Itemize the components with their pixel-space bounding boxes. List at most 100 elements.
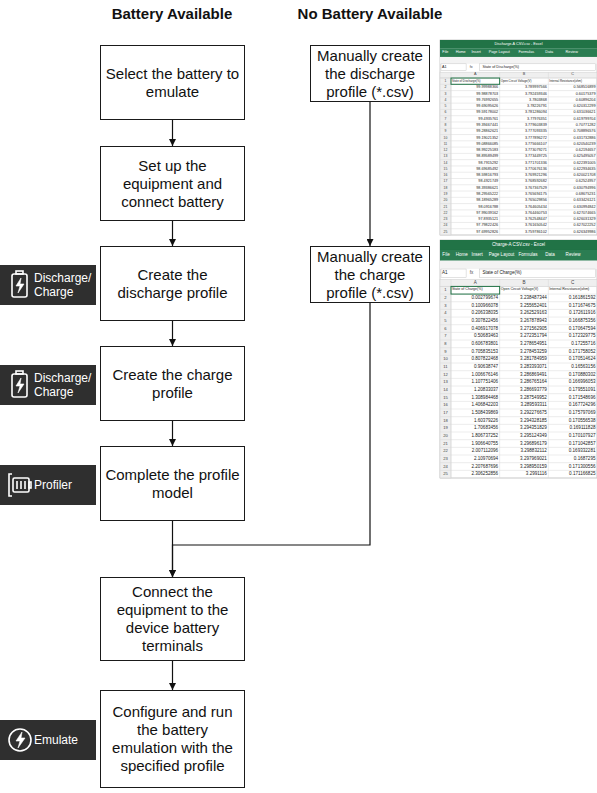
grid-line [440,159,597,160]
emulate-icon [9,729,31,751]
process-box: Manually create the discharge profile (*… [310,45,430,102]
cell-value: 3.765029856 [500,197,547,203]
grid-line [440,191,597,192]
row-number: 10 [440,135,451,141]
battery-body [12,374,27,397]
grid-line [499,279,500,478]
cell-value: 3.789997566 [500,84,547,90]
cell-value: 0.100966078 [451,302,498,310]
cell-value: 98.7915292 [451,160,498,166]
grid-line [440,439,597,440]
cell-value: 0.625495057 [548,153,595,159]
node-text: Manually create the charge profile (*.cs… [314,248,426,302]
row-number: 4 [440,97,451,103]
cell-value: 98.0916788 [451,204,498,210]
ribbon-tab: Page Layout [489,250,519,261]
cell-value: 99.99988366 [451,84,498,90]
row-number: 11 [440,363,451,371]
battery-cap [16,371,23,374]
cell-value: 0.620540239 [548,141,595,147]
cell-value: 3.296896179 [500,440,547,448]
row-number: 19 [440,191,451,197]
process-box: Manually create the charge profile (*.cs… [310,246,430,303]
cell-value: 0.626349986 [548,229,595,235]
grid-line [440,347,597,348]
formula-symbol: fx [470,64,479,71]
process-box: Connect the equipment to the device batt… [100,577,245,661]
node-text: Profiler [34,478,72,492]
cell-value: 3.278654951 [500,340,547,348]
grid-line [440,197,597,198]
column-heading: Battery Available [72,4,272,24]
cell-value: 1.70683456 [451,424,498,432]
title-bar [440,40,597,48]
cell-value: 3.297969021 [500,455,547,463]
column-header-row [440,279,597,286]
row-number: 2 [440,84,451,90]
flow-arrow [172,661,173,690]
battery-cap [16,271,23,274]
cell-value: 0.622934635 [548,166,595,172]
formula-symbol: fx [470,269,479,277]
discharge-charge-icon [12,271,27,297]
cell-value: 0.166996053 [548,378,595,386]
grid-line [440,370,597,371]
cell-value: 0.171300556 [548,463,595,471]
cell-value: 98.89589499 [451,153,498,159]
row-number: 8 [440,340,451,348]
lightning-symbol [16,378,24,393]
column-header: State of Discharge(%) [452,78,500,84]
cell-value: 3.792459346 [500,91,547,97]
cell-value: 3.2991116 [500,470,547,478]
cell-value: 98.99225183 [451,147,498,153]
grid-line [440,409,597,410]
cell-value: 97.69952826 [451,229,498,235]
cell-value: 3.762548447 [500,216,547,222]
grid-line [440,128,597,129]
cell-value: 3.292276675 [500,409,547,417]
cell-value: 3.765694175 [500,191,547,197]
discharge-charge-icon [12,371,27,397]
cell-value: 0.1687295 [548,455,595,463]
cell-value: 97.8935121 [451,216,498,222]
cell-value: 0.631732886 [548,135,595,141]
bracket-symbol [9,474,12,496]
selected-cell [451,286,500,294]
column-letter: B [500,279,549,286]
column-header-row [440,72,597,78]
cell-value: 3.77976351 [500,116,547,122]
name-box [441,64,466,71]
cell-value: 0.17255716 [548,340,595,348]
cell-value: 0.171548696 [548,394,595,402]
battery-body [13,478,29,492]
cell-value: 0.70771282 [548,122,595,128]
grid-line [440,235,597,236]
row-number: 11 [440,141,451,147]
cell-value: 0.68675231 [548,191,595,197]
cell-value: 0.62524957 [548,178,595,184]
grid-line [440,134,597,135]
name-box-text: A1 [442,64,466,71]
row-number: 7 [440,116,451,122]
cell-value: 0.630994842 [548,204,595,210]
cell-value: 99.98878703 [451,91,498,97]
column-header: Open Circuit Voltage(V) [501,78,549,84]
cell-value: 3.294328185 [500,417,547,425]
cell-value: 1.107751406 [451,378,498,386]
row-number: 13 [440,378,451,386]
sheet-frame [440,40,597,235]
cell-value: 0.206338035 [451,309,498,317]
cell-value: 3.768592682 [500,178,547,184]
grid-line [440,424,597,425]
row-number: 8 [440,122,451,128]
ribbon-bar [440,250,597,261]
row-number: 12 [440,147,451,153]
cell-value: 0.170556538 [548,417,595,425]
grid-line [440,178,597,179]
cell-value: 0.171674675 [548,302,595,310]
cell-value: 1.906640755 [451,440,498,448]
cell-value: 1.006676146 [451,371,498,379]
battery-cap [29,482,31,488]
cell-value: 0.622391005 [548,160,595,166]
column-header: Internal Resistance(ohm) [549,78,597,84]
